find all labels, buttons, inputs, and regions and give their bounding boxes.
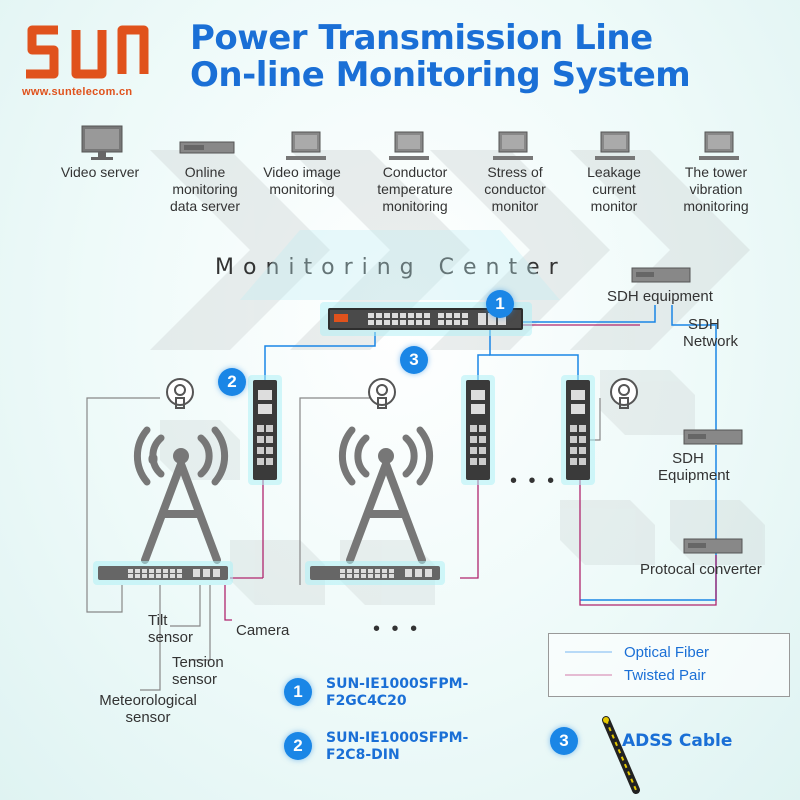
- legend-optical-fiber: Optical Fiber: [624, 644, 710, 661]
- model-2-name: SUN-IE1000SFPM- F2C8-DIN: [326, 730, 468, 764]
- device-label-video-server: Video server: [60, 164, 140, 180]
- protocol-converter-icon: [683, 538, 743, 554]
- model-1-line-2: F2GC4C20: [326, 693, 407, 709]
- sdh-network-label-2: Network: [683, 333, 739, 350]
- tower-icon: [338, 426, 434, 564]
- suntelecom-logo: [26, 25, 149, 79]
- monitoring-center-label: Monitoring Center: [215, 255, 567, 280]
- protocol-converter-label: Protocal converter: [640, 561, 762, 578]
- model-3-name: ADSS Cable: [622, 731, 733, 751]
- tilt-sensor-label: Tilt sensor: [148, 612, 194, 646]
- workstation-icon: [389, 131, 429, 160]
- din-switch: [561, 375, 595, 485]
- monitor-icon: [81, 125, 123, 160]
- sdh-equipment-icon: [631, 267, 691, 283]
- ellipsis-switches: • • •: [510, 470, 558, 492]
- model-2-line-1: SUN-IE1000SFPM-: [326, 730, 469, 746]
- badge-2: 2: [218, 368, 246, 396]
- legend-twisted-pair: Twisted Pair: [624, 667, 706, 684]
- server-icon: [179, 141, 235, 154]
- device-label-stress: Stress of conductor monitor: [484, 164, 546, 214]
- workstation-icon: [699, 131, 739, 160]
- sdh-network-label-1: SDH: [688, 316, 720, 333]
- workstation-icon: [493, 131, 533, 160]
- tower-icon: [133, 426, 229, 564]
- sensor-wiring: [86, 395, 601, 691]
- camera-icon: [166, 378, 194, 409]
- din-switch: [461, 375, 495, 485]
- badge-1: 1: [486, 290, 514, 318]
- meteorological-sensor-label: Meteorological sensor: [99, 692, 197, 726]
- din-switch: [248, 375, 282, 485]
- sdh-equipment-icon: [683, 429, 743, 445]
- model-1-line-1: SUN-IE1000SFPM-: [326, 676, 469, 692]
- model-3-badge: 3: [550, 727, 578, 755]
- sdh-equipment-mid-label: SDH Equipment: [658, 450, 730, 484]
- badge-3: 3: [400, 346, 428, 374]
- workstation-icon: [595, 131, 635, 160]
- twisted-pair-lines: [224, 324, 717, 621]
- title-line-1: Power Transmission Line: [190, 18, 653, 58]
- tower-switch: [93, 561, 233, 585]
- main-switch: [320, 302, 532, 336]
- legend-box: [548, 633, 790, 697]
- title-line-2: On-line Monitoring System: [190, 55, 691, 95]
- camera-label: Camera: [236, 622, 290, 639]
- page-title: Power Transmission Line On-line Monitori…: [190, 20, 790, 94]
- device-label-leakage: Leakage current monitor: [587, 164, 641, 214]
- sdh-equipment-top-label: SDH equipment: [607, 288, 713, 305]
- camera-icon: [368, 378, 396, 409]
- tower-switch: [305, 561, 445, 585]
- website-url[interactable]: www.suntelecom.cn: [22, 86, 133, 98]
- camera-icon: [610, 378, 638, 409]
- model-2-line-2: F2C8-DIN: [326, 747, 400, 763]
- tension-sensor-label: Tension sensor: [172, 654, 224, 688]
- device-icons-row: [81, 125, 739, 160]
- model-2-badge: 2: [284, 732, 312, 760]
- device-label-tower-vibration: The tower vibration monitoring: [683, 164, 749, 214]
- model-1-badge: 1: [284, 678, 312, 706]
- model-1-name: SUN-IE1000SFPM- F2GC4C20: [326, 676, 468, 710]
- ellipsis-towers: • • •: [373, 618, 421, 640]
- device-label-conductor-temp: Conductor temperature monitoring: [377, 164, 453, 214]
- device-label-video-image: Video image monitoring: [263, 164, 341, 197]
- device-label-data-server: Online monitoring data server: [169, 164, 241, 214]
- adss-cable-icon: [602, 716, 640, 794]
- workstation-icon: [286, 131, 326, 160]
